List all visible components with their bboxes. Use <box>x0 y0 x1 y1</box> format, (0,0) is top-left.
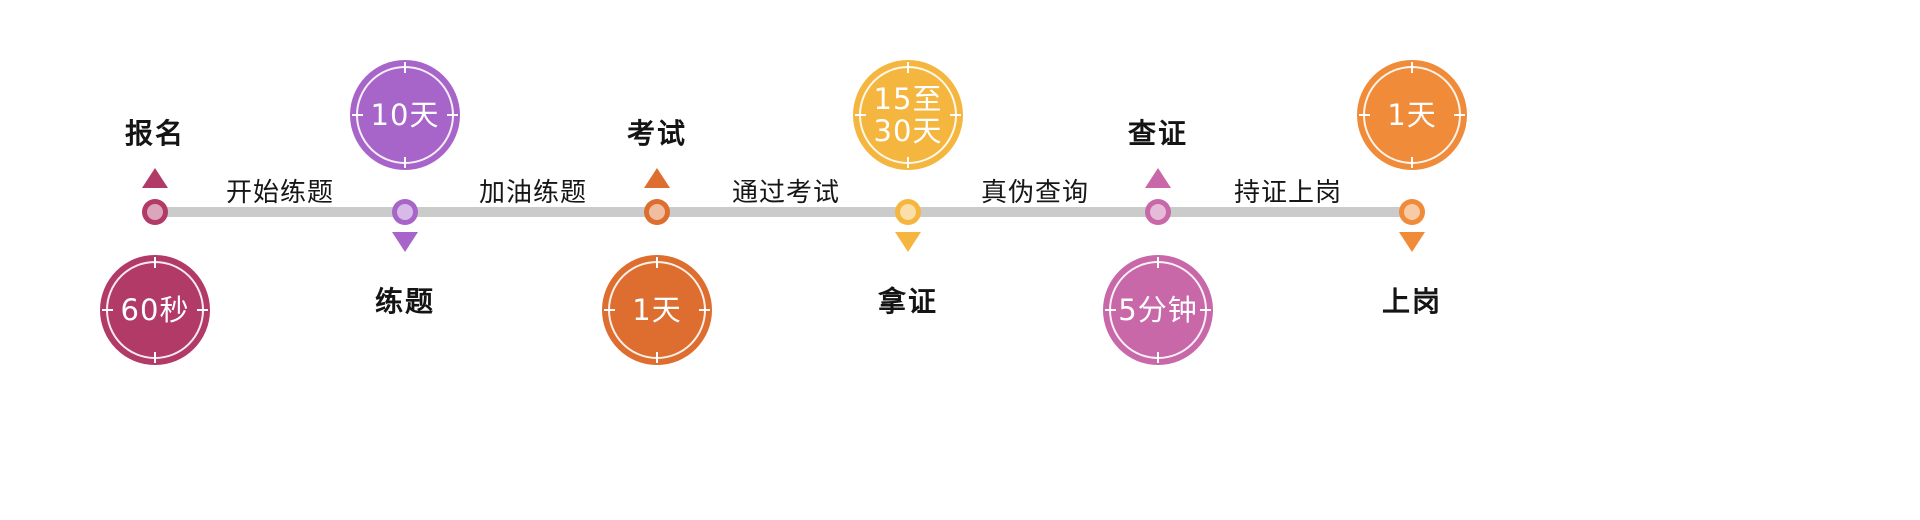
timeline-dot <box>392 199 418 225</box>
step-label: 拿证 <box>877 285 939 318</box>
clock-tick-icon <box>1157 352 1159 363</box>
duration-badge: 10天 <box>350 60 460 170</box>
timeline-dot <box>1145 199 1171 225</box>
duration-text: 1天 <box>1387 97 1437 132</box>
arrow-down-icon <box>895 232 921 252</box>
clock-tick-icon <box>404 157 406 168</box>
clock-tick-icon <box>907 62 909 73</box>
duration-badge: 15至 30天 <box>853 60 963 170</box>
timeline-dot <box>895 199 921 225</box>
clock-tick-icon <box>1411 62 1413 73</box>
arrow-down-icon <box>1399 232 1425 252</box>
arrow-up-icon <box>1145 168 1171 188</box>
duration-badge: 60秒 <box>100 255 210 365</box>
clock-tick-icon <box>352 114 363 116</box>
dot-core <box>649 204 665 220</box>
dot-core <box>900 204 916 220</box>
clock-tick-icon <box>1200 309 1211 311</box>
segment-label: 真伪查询 <box>980 178 1090 208</box>
clock-tick-icon <box>699 309 710 311</box>
dot-core <box>147 204 163 220</box>
clock-tick-icon <box>154 352 156 363</box>
clock-tick-icon <box>197 309 208 311</box>
clock-tick-icon <box>447 114 458 116</box>
step-label: 练题 <box>374 285 436 318</box>
dot-core <box>1404 204 1420 220</box>
arrow-down-icon <box>392 232 418 252</box>
clock-tick-icon <box>907 157 909 168</box>
clock-tick-icon <box>1105 309 1116 311</box>
clock-tick-icon <box>154 257 156 268</box>
timeline-bar <box>147 207 1420 217</box>
dot-core <box>1150 204 1166 220</box>
step-label: 上岗 <box>1381 285 1443 318</box>
clock-tick-icon <box>656 257 658 268</box>
clock-tick-icon <box>855 114 866 116</box>
clock-tick-icon <box>404 62 406 73</box>
duration-text: 5分钟 <box>1118 292 1198 327</box>
segment-label: 加油练题 <box>478 178 588 208</box>
clock-tick-icon <box>656 352 658 363</box>
step-label: 查证 <box>1127 117 1189 150</box>
duration-badge: 1天 <box>1357 60 1467 170</box>
clock-tick-icon <box>1359 114 1370 116</box>
timeline-dot <box>1399 199 1425 225</box>
arrow-up-icon <box>644 168 670 188</box>
clock-tick-icon <box>1454 114 1465 116</box>
duration-badge: 5分钟 <box>1103 255 1213 365</box>
clock-tick-icon <box>1411 157 1413 168</box>
segment-label: 通过考试 <box>731 178 841 208</box>
dot-core <box>397 204 413 220</box>
duration-text: 15至 <box>873 81 943 116</box>
duration-text: 1天 <box>632 292 682 327</box>
timeline-dot <box>142 199 168 225</box>
clock-tick-icon <box>950 114 961 116</box>
clock-tick-icon <box>102 309 113 311</box>
duration-text: 60秒 <box>120 292 190 327</box>
segment-label: 持证上岗 <box>1233 178 1343 208</box>
step-label: 考试 <box>626 117 688 150</box>
clock-tick-icon <box>1157 257 1159 268</box>
clock-tick-icon <box>604 309 615 311</box>
timeline-dot <box>644 199 670 225</box>
duration-badge: 1天 <box>602 255 712 365</box>
segment-label: 开始练题 <box>225 178 335 208</box>
step-label: 报名 <box>124 117 186 150</box>
duration-text: 30天 <box>873 114 943 148</box>
arrow-up-icon <box>142 168 168 188</box>
duration-text: 10天 <box>370 97 440 132</box>
